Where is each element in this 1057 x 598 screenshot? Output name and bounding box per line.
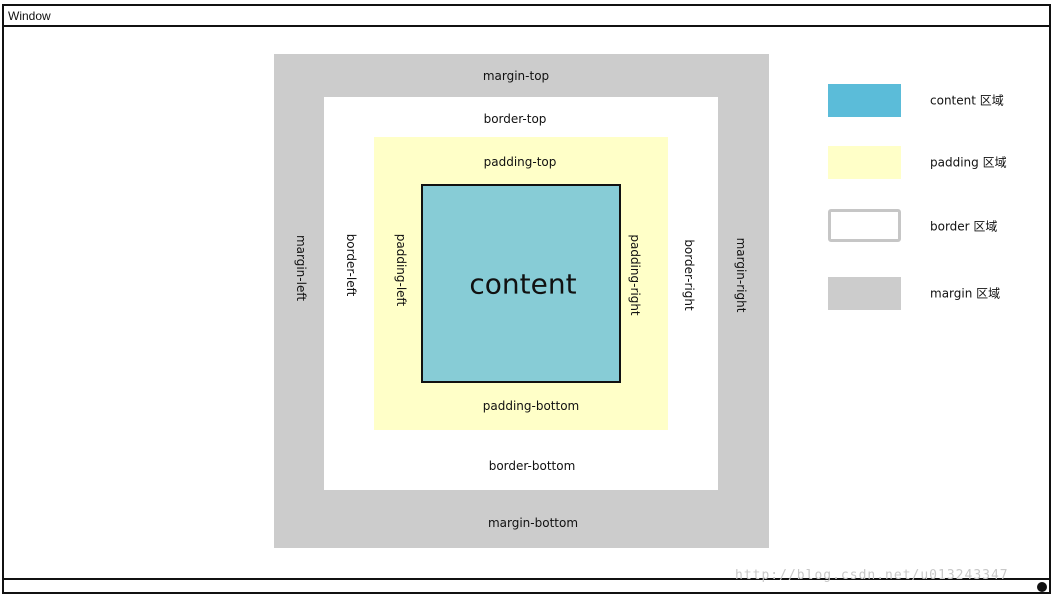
window-titlebar[interactable]: Window [4, 6, 1049, 27]
legend-border-swatch [828, 209, 901, 242]
padding-left-label: padding-left [394, 233, 408, 307]
margin-left-label: margin-left [294, 234, 308, 302]
border-bottom-label: border-bottom [488, 459, 576, 473]
window-statusbar [4, 578, 1049, 592]
content-area [421, 184, 621, 383]
border-top-label: border-top [483, 112, 547, 126]
legend-content-label: content 区域 [930, 93, 1004, 108]
legend-padding-label: padding 区域 [930, 155, 1007, 170]
padding-right-label: padding-right [628, 234, 642, 316]
border-right-label: border-right [682, 239, 696, 311]
padding-bottom-label: padding-bottom [482, 399, 580, 413]
legend-border-label: border 区域 [930, 219, 998, 234]
watermark: http://blog.csdn.net/u013243347 [735, 568, 1009, 583]
margin-top-label: margin-top [482, 69, 550, 83]
legend-content-swatch [828, 84, 901, 117]
legend-padding-swatch [828, 146, 901, 179]
window-title: Window [8, 9, 51, 23]
legend-margin-label: margin 区域 [930, 286, 1001, 301]
content-label: content [469, 267, 577, 301]
padding-top-label: padding-top [483, 155, 557, 169]
margin-bottom-label: margin-bottom [487, 516, 579, 530]
legend-margin-swatch [828, 277, 901, 310]
resize-grip-icon[interactable] [1037, 582, 1047, 592]
border-left-label: border-left [344, 233, 358, 297]
margin-right-label: margin-right [734, 237, 748, 313]
